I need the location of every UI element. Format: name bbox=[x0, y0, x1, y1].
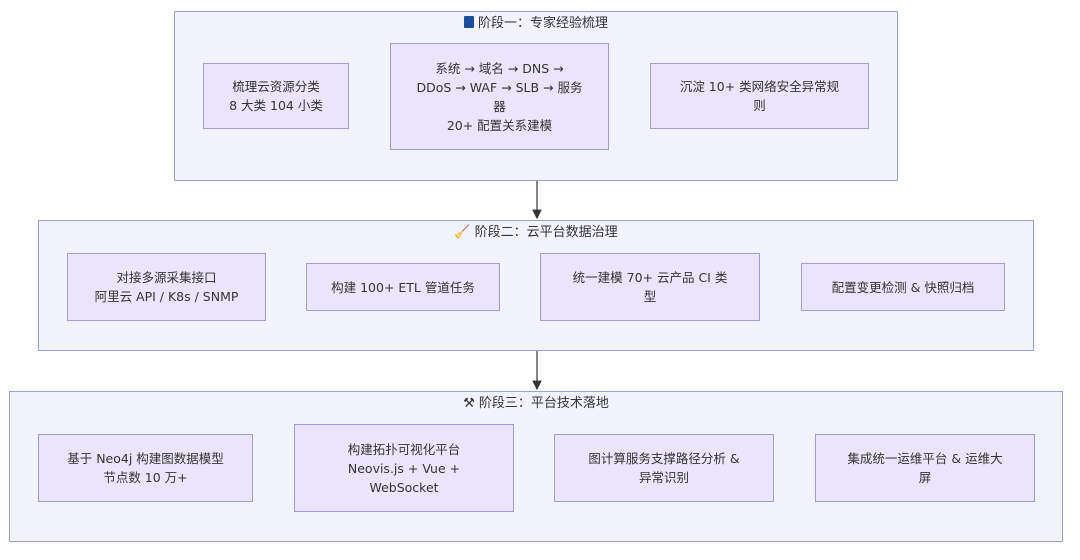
node-ops-platform-integration: 集成统一运维平台 & 运维大 屏 bbox=[815, 434, 1035, 502]
node-topology-visualization: 构建拓扑可视化平台 Neovis.js + Vue + WebSocket bbox=[294, 424, 514, 512]
stage-2-title: 🧹阶段二：云平台数据治理 bbox=[454, 225, 618, 240]
book-icon bbox=[463, 16, 474, 28]
node-config-relationship-modeling: 系统 → 域名 → DNS → DDoS → WAF → SLB → 服务 器 … bbox=[390, 43, 609, 150]
broom-icon: 🧹 bbox=[454, 225, 471, 240]
node-change-detection-snapshot: 配置变更检测 & 快照归档 bbox=[801, 263, 1005, 311]
stage-1-box: 阶段一：专家经验梳理 梳理云资源分类 8 大类 104 小类 系统 → 域名 →… bbox=[174, 11, 898, 181]
node-unified-ci-modeling: 统一建模 70+ 云产品 CI 类 型 bbox=[540, 253, 760, 321]
node-etl-pipelines: 构建 100+ ETL 管道任务 bbox=[306, 263, 500, 311]
stage-3-title: ⚒阶段三：平台技术落地 bbox=[463, 396, 609, 411]
stage-3-box: ⚒阶段三：平台技术落地 基于 Neo4j 构建图数据模型 节点数 10 万+ 构… bbox=[9, 391, 1063, 542]
stage-2-box: 🧹阶段二：云平台数据治理 对接多源采集接口 阿里云 API / K8s / SN… bbox=[38, 220, 1034, 351]
tools-icon: ⚒ bbox=[463, 396, 475, 411]
node-security-anomaly-rules: 沉淀 10+ 类网络安全异常规 则 bbox=[650, 63, 869, 129]
node-graph-computation: 图计算服务支撑路径分析 & 异常识别 bbox=[554, 434, 774, 502]
node-cloud-resource-classification: 梳理云资源分类 8 大类 104 小类 bbox=[203, 63, 349, 129]
stage-1-title: 阶段一：专家经验梳理 bbox=[175, 15, 897, 33]
node-multi-source-collection: 对接多源采集接口 阿里云 API / K8s / SNMP bbox=[67, 253, 266, 321]
node-neo4j-graph-model: 基于 Neo4j 构建图数据模型 节点数 10 万+ bbox=[38, 434, 253, 502]
